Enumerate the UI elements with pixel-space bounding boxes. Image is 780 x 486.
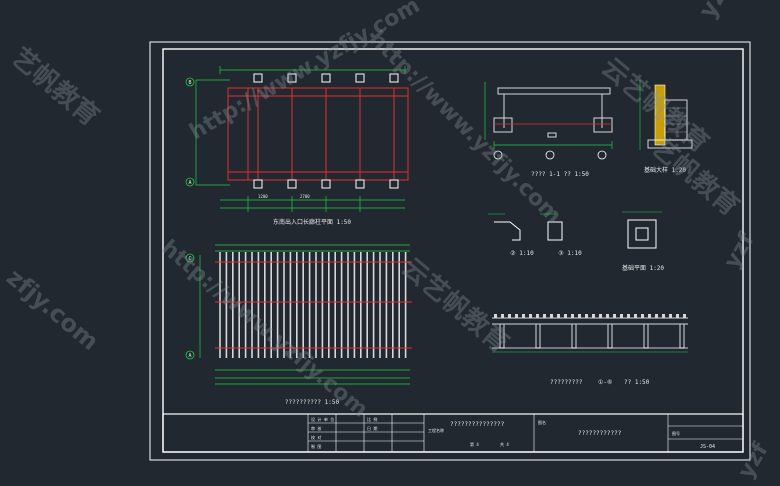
axis-label-a2: A bbox=[188, 353, 191, 359]
watermark-url-1: http://www.yzfjy.com bbox=[186, 0, 425, 145]
axis-label-c: C bbox=[188, 256, 191, 262]
watermark-brand-3: 云艺帆教育 bbox=[396, 252, 516, 359]
axis-label-b: B bbox=[188, 80, 191, 86]
top-plan-dim-bottom bbox=[220, 196, 405, 212]
detail-2-title: ② 1:10 bbox=[510, 250, 534, 257]
rafter-end bbox=[494, 314, 497, 318]
sheet-border bbox=[149, 41, 751, 461]
tb-drawing-no: JS-04 bbox=[700, 444, 715, 450]
tb-field-b: 图名 bbox=[538, 419, 546, 425]
bottom-plan-dim-top bbox=[215, 244, 410, 252]
rafter-end bbox=[571, 314, 574, 318]
section-title: ???? 1-1 ?? 1:50 bbox=[531, 171, 589, 178]
section-view: ???? 1-1 ?? 1:50 bbox=[484, 82, 613, 178]
title-block: 设 计 单 位 审 核 校 对 制 图 比 例 日 期 工程名称 ???????… bbox=[162, 413, 744, 453]
rafter-end bbox=[585, 314, 588, 318]
rafter-end bbox=[515, 314, 518, 318]
rafter-end bbox=[529, 314, 532, 318]
detail-3: ③ 1:10 bbox=[540, 213, 582, 257]
tb-check-label: 校 对 bbox=[311, 434, 321, 440]
column-base-title: 基础大样 1:20 bbox=[644, 166, 686, 174]
tb-design-label: 设 计 单 位 bbox=[311, 416, 334, 422]
rafter-end bbox=[501, 314, 504, 318]
rafter-end bbox=[613, 314, 616, 318]
detail-3-title: ③ 1:10 bbox=[558, 250, 582, 257]
elevation-title-a: ????????? bbox=[550, 379, 583, 386]
tb-drawing-name: ???????????? bbox=[578, 430, 622, 437]
axis-bubble-c bbox=[185, 253, 195, 263]
rafter-end bbox=[655, 314, 658, 318]
axis-bubble-a bbox=[185, 177, 195, 187]
elevation-post bbox=[679, 323, 685, 349]
bottom-plan-dim-bottom bbox=[215, 369, 410, 385]
rafter-end bbox=[564, 314, 567, 318]
tb-date-label: 日 期 bbox=[367, 425, 377, 431]
bottom-plan-view: C A ?????????? 1:50 bbox=[185, 244, 412, 406]
dim-text-mid: 2700 bbox=[300, 194, 310, 199]
dim-text-small: 1200 bbox=[258, 194, 268, 199]
rafter-end bbox=[536, 314, 539, 318]
rafter-end bbox=[634, 314, 637, 318]
rafter-end bbox=[662, 314, 665, 318]
rafter-end bbox=[676, 314, 679, 318]
tb-sheet: 第 4 bbox=[470, 441, 479, 447]
foundation-plan-title: 基础平面 1:20 bbox=[622, 264, 664, 272]
rafter-end bbox=[606, 314, 609, 318]
rafter-end bbox=[683, 314, 686, 318]
rafter-end bbox=[578, 314, 581, 318]
tb-scale-label: 比 例 bbox=[367, 416, 377, 422]
rafter-end bbox=[508, 314, 511, 318]
elevation-post bbox=[607, 323, 613, 349]
top-plan-grid bbox=[227, 87, 409, 181]
elevation-posts bbox=[499, 323, 685, 349]
tb-review-label: 审 核 bbox=[311, 425, 321, 431]
tb-sheet-total: 共 4 bbox=[500, 441, 509, 447]
column-base-detail: 基础大样 1:20 bbox=[639, 80, 693, 174]
elevation-title-b: ①-⑥ bbox=[598, 379, 612, 386]
top-plan-view: B A 1200 2700 东南出入口长廊柱平面 1:50 bbox=[185, 66, 409, 226]
elevation-title-c: ?? 1:50 bbox=[624, 379, 650, 386]
top-plan-left-dim bbox=[195, 79, 230, 186]
elevation-view: ????????? ①-⑥ ?? 1:50 bbox=[492, 314, 688, 386]
rafter-end bbox=[557, 314, 560, 318]
watermark-url-edge-left: zfjy.com bbox=[1, 263, 104, 356]
rafter-end bbox=[592, 314, 595, 318]
axis-label-a: A bbox=[188, 180, 191, 186]
detail-2: ② 1:10 bbox=[488, 213, 534, 257]
rafter-end bbox=[641, 314, 644, 318]
watermark-url-right-mid: yzf bbox=[720, 228, 760, 273]
elevation-rafter-ends bbox=[494, 314, 686, 318]
rafter-end bbox=[620, 314, 623, 318]
elevation-post bbox=[571, 323, 577, 349]
axis-bubble-b bbox=[185, 77, 195, 87]
tb-draw-label: 制 图 bbox=[311, 443, 321, 449]
axis-bubble-a2 bbox=[185, 350, 195, 360]
top-plan-columns bbox=[253, 73, 399, 189]
rafter-end bbox=[648, 314, 651, 318]
elevation-post bbox=[643, 323, 649, 349]
watermark-url-right-bottom: yzf bbox=[734, 438, 774, 483]
watermark-brand-1: 艺帆教育 bbox=[6, 42, 106, 133]
bottom-plan-title: ?????????? 1:50 bbox=[285, 399, 340, 406]
bottom-plan-grid bbox=[215, 261, 412, 349]
bottom-plan-beams bbox=[219, 252, 407, 358]
tb-project-name: ??????????????? bbox=[450, 421, 505, 428]
rafter-end bbox=[543, 314, 546, 318]
rafter-end bbox=[599, 314, 602, 318]
rafter-end bbox=[669, 314, 672, 318]
watermark-url-edge-right: yzfjy bbox=[693, 0, 749, 23]
rafter-end bbox=[550, 314, 553, 318]
elevation-post bbox=[535, 323, 541, 349]
top-plan-dim-top bbox=[219, 66, 406, 74]
top-plan-title: 东南出入口长廊柱平面 1:50 bbox=[273, 218, 351, 226]
rafter-end bbox=[627, 314, 630, 318]
rafter-end bbox=[522, 314, 525, 318]
foundation-plan: 基础平面 1:20 bbox=[622, 211, 664, 272]
tb-field-a: 工程名称 bbox=[428, 427, 444, 433]
tb-drawing-label: 图号 bbox=[672, 430, 680, 436]
